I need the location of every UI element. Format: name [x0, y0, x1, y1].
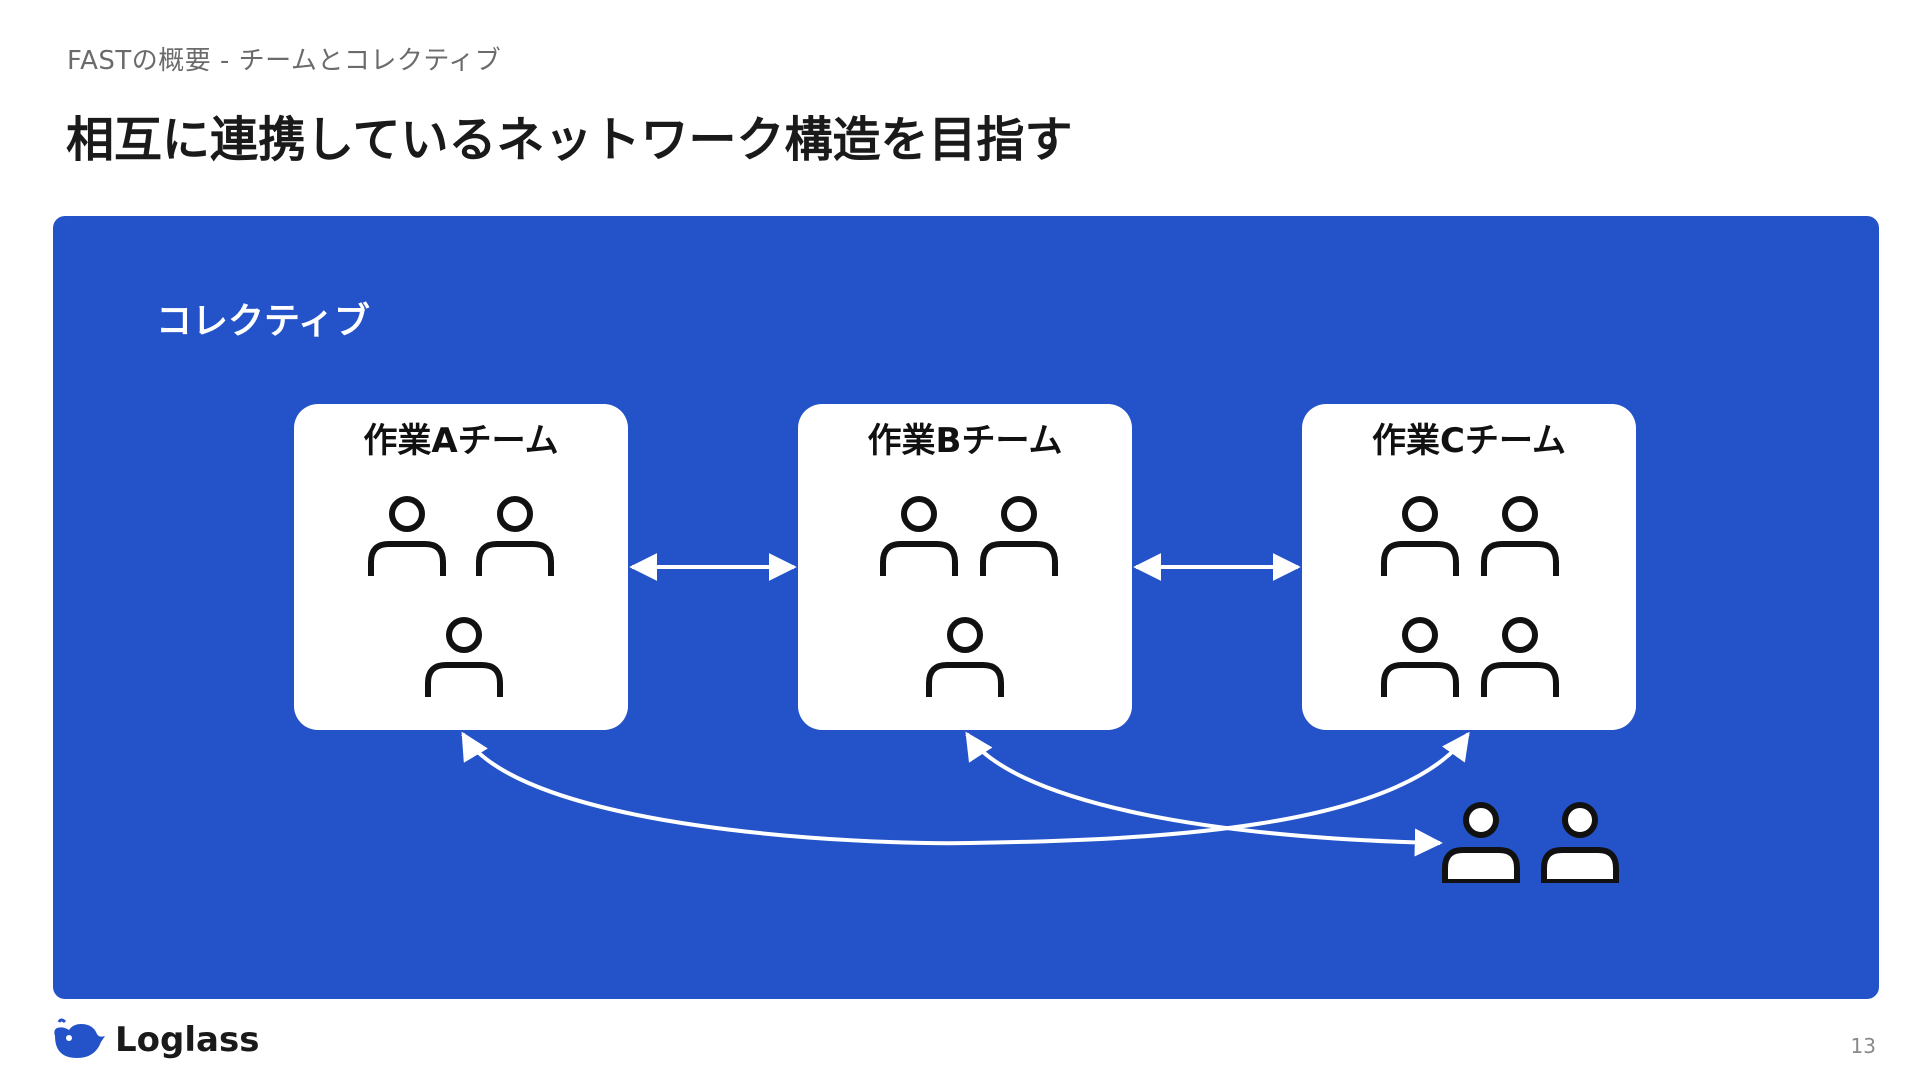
connector-a-c — [461, 731, 1470, 846]
breadcrumb: FASTの概要 - チームとコレクティブ — [67, 46, 502, 76]
individual-members — [1430, 805, 1630, 903]
team-name-c: 作業Cチーム — [1372, 421, 1566, 461]
connector-b-individuals — [965, 731, 1443, 857]
team-name-a: 作業Aチーム — [363, 421, 558, 461]
team-name-b: 作業Bチーム — [868, 421, 1063, 461]
page-title: 相互に連携しているネットワーク構造を目指す — [66, 112, 1073, 168]
person-icon — [1445, 805, 1517, 882]
whale-logo-icon — [54, 1018, 105, 1058]
team-card-b: 作業Bチーム — [798, 404, 1132, 730]
page-number: 13 — [1850, 1034, 1876, 1058]
team-card-c: 作業Cチーム — [1302, 404, 1636, 730]
logo-text: Loglass — [115, 1020, 260, 1060]
person-icon — [1544, 805, 1616, 882]
footer-logo: Loglass — [51, 1018, 259, 1062]
team-card-a: 作業Aチーム — [294, 404, 628, 730]
collective-label: コレクティブ — [156, 301, 370, 342]
